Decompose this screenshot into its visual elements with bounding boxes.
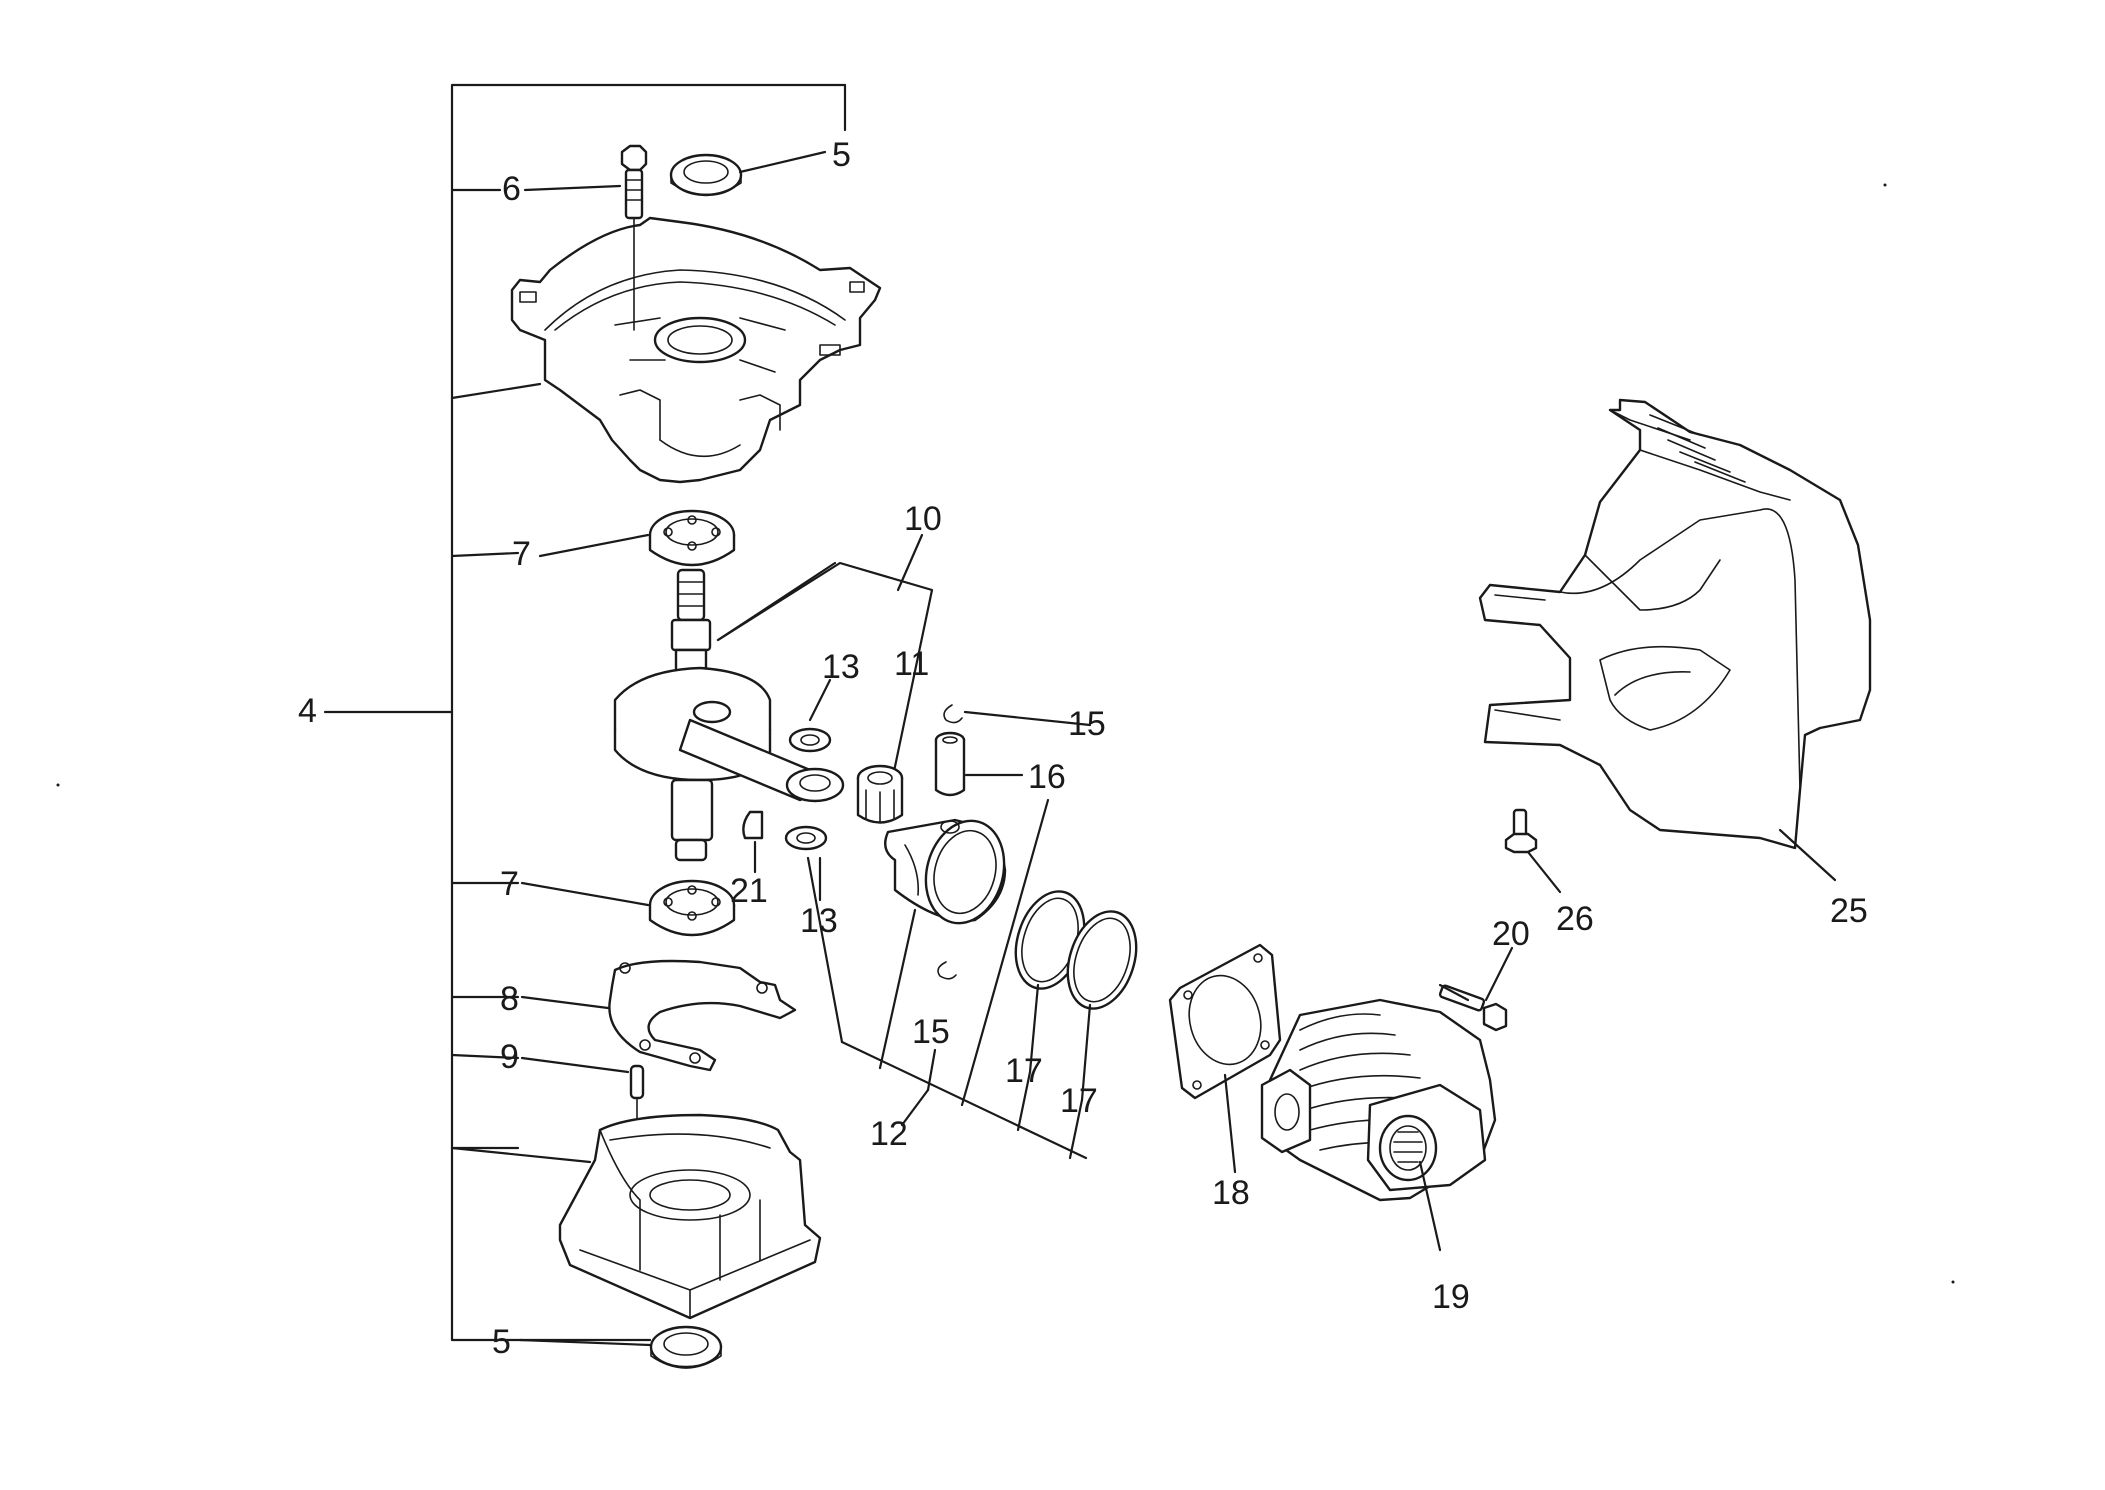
label-26: 26 (1556, 900, 1594, 938)
ball-bearing-7-lower (520, 879, 736, 937)
gasket-8 (520, 959, 797, 1072)
label-16: 16 (1028, 758, 1066, 796)
label-8: 8 (500, 980, 519, 1018)
label-19: 19 (1432, 1278, 1470, 1316)
upper-crankcase-half (510, 216, 882, 484)
screw-6 (523, 144, 648, 331)
label-20: 20 (1492, 915, 1530, 953)
label-17-a: 17 (1005, 1052, 1043, 1090)
label-5-lower: 5 (492, 1323, 511, 1361)
label-25: 25 (1830, 892, 1868, 930)
needle-bearing-11 (856, 764, 904, 824)
label-7-upper: 7 (512, 535, 531, 573)
cylinder-19 (1260, 998, 1497, 1252)
ball-bearing-7-upper (538, 509, 736, 567)
label-10: 10 (904, 500, 942, 538)
engine-cover-25 (1478, 398, 1872, 882)
cylinder-gasket-18 (1168, 943, 1282, 1174)
oil-seal-5-lower (518, 1325, 723, 1369)
bracket-10 (716, 533, 934, 802)
piston-ring-17-a (1014, 890, 1086, 1074)
bracket-12 (806, 798, 1088, 1160)
label-15-lower: 15 (912, 1013, 950, 1051)
woodruff-key-21 (742, 810, 764, 874)
piston (884, 818, 1007, 925)
label-13-upper: 13 (822, 648, 860, 686)
label-18: 18 (1212, 1174, 1250, 1212)
bolt-20 (1438, 946, 1514, 1032)
circlip-15-upper (943, 704, 1092, 727)
label-11: 11 (894, 645, 929, 683)
thrust-washer-13-lower (784, 825, 828, 902)
thrust-washer-13-upper (788, 678, 832, 753)
piston-pin-16 (934, 731, 1024, 797)
label-12: 12 (870, 1115, 908, 1153)
crankcase-assembly-bracket (323, 83, 847, 1342)
circlip-15-lower (937, 961, 957, 980)
label-15-upper: 15 (1068, 705, 1106, 743)
oil-seal-5-upper (669, 150, 827, 197)
piston-ring-17-b (1066, 910, 1138, 1102)
screw-26 (1504, 808, 1562, 894)
label-5-upper: 5 (832, 136, 851, 174)
crankshaft (613, 561, 845, 862)
label-13-lower: 13 (800, 902, 838, 940)
label-9: 9 (500, 1038, 519, 1076)
label-6: 6 (502, 170, 521, 208)
label-21: 21 (730, 872, 768, 910)
label-17-b: 17 (1060, 1082, 1098, 1120)
label-7-lower: 7 (500, 865, 519, 903)
label-4: 4 (298, 692, 317, 730)
lower-crankcase-half (450, 1113, 822, 1320)
